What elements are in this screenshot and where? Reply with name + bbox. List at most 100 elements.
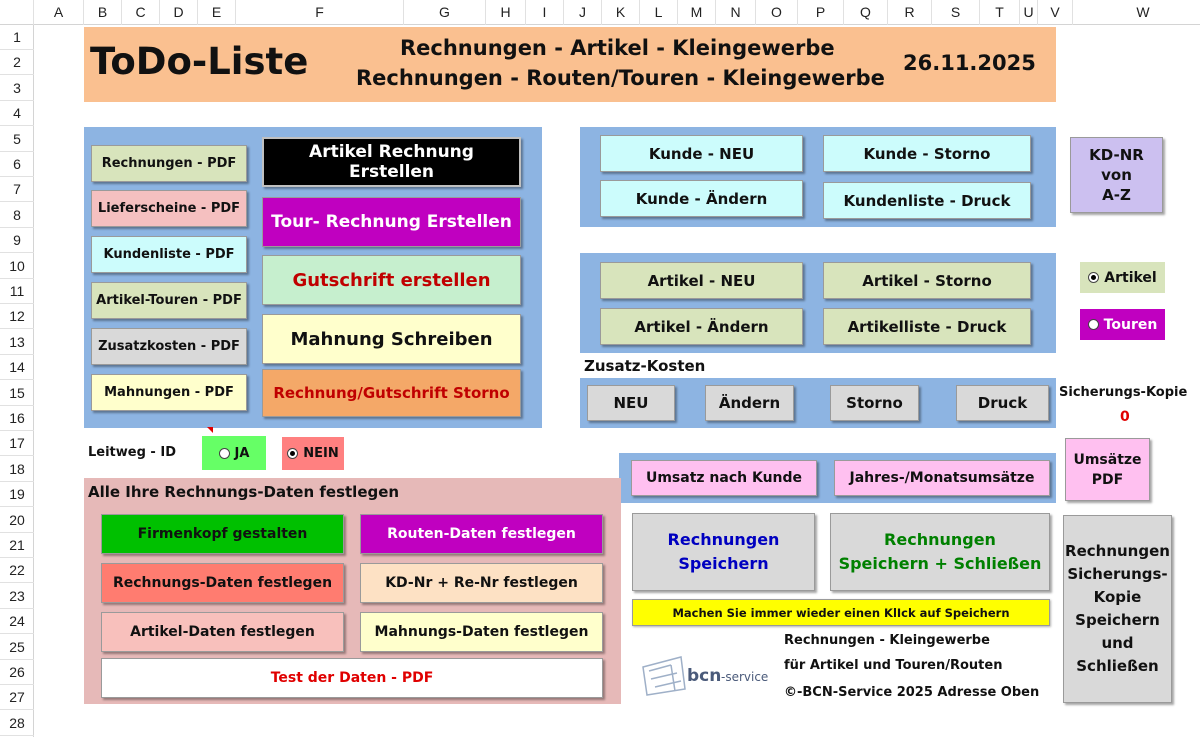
schliessen-line-1: Rechnungen — [884, 530, 996, 549]
row-header-cell[interactable]: 14 — [0, 355, 34, 381]
column-header-cell[interactable]: H — [486, 0, 526, 25]
rechnungen-speichern-button[interactable]: Rechnungen Speichern — [632, 513, 815, 591]
mode-artikel-radio[interactable]: Artikel — [1080, 262, 1165, 293]
select-all-corner[interactable] — [0, 0, 34, 25]
column-header-cell[interactable]: J — [564, 0, 602, 25]
column-header-cell[interactable]: C — [122, 0, 160, 25]
column-header-cell[interactable]: F — [236, 0, 404, 25]
column-header-cell[interactable]: D — [160, 0, 198, 25]
column-header-cell[interactable]: K — [602, 0, 640, 25]
mahnungs-daten-festlegen-button[interactable]: Mahnungs-Daten festlegen — [360, 612, 603, 652]
column-header-cell[interactable]: Q — [844, 0, 888, 25]
artikel-neu-button[interactable]: Artikel - NEU — [600, 262, 803, 299]
row-header-cell[interactable]: 24 — [0, 609, 34, 635]
column-header-cell[interactable]: I — [526, 0, 564, 25]
row-header-cell[interactable]: 11 — [0, 279, 34, 304]
test-der-daten-pdf-button[interactable]: Test der Daten - PDF — [101, 658, 603, 698]
column-header-cell[interactable]: O — [756, 0, 798, 25]
column-header-cell[interactable]: V — [1038, 0, 1073, 25]
row-header-cell[interactable]: 10 — [0, 254, 34, 279]
column-header-cell[interactable]: M — [678, 0, 716, 25]
rechnungen-speichern-schliessen-button[interactable]: Rechnungen Speichern + Schließen — [830, 513, 1050, 591]
row-header-cell[interactable]: 28 — [0, 711, 34, 736]
row-header-cell[interactable]: 22 — [0, 558, 34, 584]
column-header-cell[interactable]: G — [404, 0, 486, 25]
row-header-cell[interactable]: 26 — [0, 660, 34, 685]
sicherungs-kopie-speichern-schliessen-button[interactable]: Rechnungen Sicherungs- Kopie Speichern u… — [1063, 515, 1172, 703]
column-header-cell[interactable]: U — [1020, 0, 1038, 25]
rechnungen-pdf-button[interactable]: Rechnungen - PDF — [91, 145, 247, 182]
kdnr-renr-festlegen-button[interactable]: KD-Nr + Re-Nr festlegen — [360, 563, 603, 603]
column-header-cell[interactable]: P — [798, 0, 844, 25]
artikelliste-druck-button[interactable]: Artikelliste - Druck — [823, 308, 1031, 345]
mode-touren-radio[interactable]: Touren — [1080, 309, 1165, 340]
row-header-cell[interactable]: 5 — [0, 127, 34, 152]
row-header-cell[interactable]: 21 — [0, 533, 34, 558]
column-header-cell[interactable]: E — [198, 0, 236, 25]
row-header-cell[interactable]: 13 — [0, 330, 34, 355]
kunde-storno-button[interactable]: Kunde - Storno — [823, 135, 1031, 172]
column-header-cell[interactable]: L — [640, 0, 678, 25]
column-header-cell[interactable]: S — [932, 0, 980, 25]
row-header-cell[interactable]: 6 — [0, 152, 34, 177]
zusatz-aendern-button[interactable]: Ändern — [705, 385, 794, 421]
row-header-cell[interactable]: 17 — [0, 431, 34, 457]
mahnungen-pdf-button[interactable]: Mahnungen - PDF — [91, 374, 247, 411]
row-header-cell[interactable]: 18 — [0, 457, 34, 482]
row-header-cell[interactable]: 4 — [0, 101, 34, 127]
kunde-neu-button[interactable]: Kunde - NEU — [600, 135, 803, 172]
row-header-cell[interactable]: 25 — [0, 635, 34, 660]
zusatzkosten-pdf-button[interactable]: Zusatzkosten - PDF — [91, 328, 247, 365]
row-header-cell[interactable]: 3 — [0, 76, 34, 101]
row-header-cell[interactable]: 1 — [0, 25, 34, 50]
umsatz-nach-kunde-button[interactable]: Umsatz nach Kunde — [631, 460, 817, 496]
mahnung-schreiben-button[interactable]: Mahnung Schreiben — [262, 314, 521, 364]
kundenliste-pdf-button[interactable]: Kundenliste - PDF — [91, 236, 247, 273]
radio-unselected-icon — [218, 447, 230, 459]
jahres-monatsumsaetze-button[interactable]: Jahres-/Monatsumsätze — [834, 460, 1050, 496]
artikel-aendern-button[interactable]: Artikel - Ändern — [600, 308, 803, 345]
rechnung-gutschrift-storno-button[interactable]: Rechnung/Gutschrift Storno — [262, 369, 521, 417]
leitweg-nein-radio[interactable]: NEIN — [282, 437, 344, 470]
row-header-cell[interactable]: 20 — [0, 508, 34, 533]
row-header-cell[interactable]: 12 — [0, 304, 34, 330]
routen-daten-festlegen-button[interactable]: Routen-Daten festlegen — [360, 514, 603, 554]
artikel-rechnung-erstellen-button[interactable]: Artikel Rechnung Erstellen — [262, 137, 521, 187]
row-header-cell[interactable]: 2 — [0, 50, 34, 76]
kdnr-a-z-button[interactable]: KD-NR von A-Z — [1070, 137, 1163, 213]
zusatz-druck-button[interactable]: Druck — [956, 385, 1049, 421]
zusatz-storno-button[interactable]: Storno — [830, 385, 919, 421]
firmenkopf-gestalten-button[interactable]: Firmenkopf gestalten — [101, 514, 344, 554]
row-header-cell[interactable]: 7 — [0, 177, 34, 203]
artikel-touren-pdf-button[interactable]: Artikel-Touren - PDF — [91, 282, 247, 319]
row-header-cell[interactable]: 16 — [0, 406, 34, 431]
column-header-cell[interactable]: T — [980, 0, 1020, 25]
row-header-cell[interactable]: 27 — [0, 685, 34, 711]
umsaetze-pdf-button[interactable]: Umsätze PDF — [1065, 438, 1150, 501]
backup-line-3: Kopie — [1093, 588, 1142, 606]
column-header-cell[interactable]: B — [84, 0, 122, 25]
tour-rechnung-erstellen-button[interactable]: Tour- Rechnung Erstellen — [262, 197, 521, 247]
row-header-cell[interactable]: 19 — [0, 482, 34, 508]
row-header-cell[interactable]: 23 — [0, 584, 34, 609]
column-header-cell[interactable]: W — [1073, 0, 1200, 25]
leitweg-ja-radio[interactable]: JA — [202, 436, 266, 470]
column-header-cell[interactable]: N — [716, 0, 756, 25]
kunde-aendern-button[interactable]: Kunde - Ändern — [600, 180, 803, 217]
bcn-service-logo: bcn -service — [641, 651, 769, 699]
row-header-cell[interactable]: 8 — [0, 203, 34, 228]
column-header-cell[interactable]: R — [888, 0, 932, 25]
row-header-cell[interactable]: 15 — [0, 381, 34, 406]
page-title: ToDo-Liste — [90, 40, 309, 83]
gutschrift-erstellen-button[interactable]: Gutschrift erstellen — [262, 255, 521, 305]
artikel-storno-button[interactable]: Artikel - Storno — [823, 262, 1031, 299]
row-header-cell[interactable]: 9 — [0, 228, 34, 254]
kundenliste-druck-button[interactable]: Kundenliste - Druck — [823, 182, 1031, 219]
zusatz-neu-button[interactable]: NEU — [587, 385, 675, 421]
schliessen-line-2: Speichern + Schließen — [838, 554, 1042, 573]
rechnungs-daten-festlegen-button[interactable]: Rechnungs-Daten festlegen — [101, 563, 344, 603]
artikel-daten-festlegen-button[interactable]: Artikel-Daten festlegen — [101, 612, 344, 652]
lieferscheine-pdf-button[interactable]: Lieferscheine - PDF — [91, 190, 247, 227]
column-header-cell[interactable]: A — [34, 0, 84, 25]
